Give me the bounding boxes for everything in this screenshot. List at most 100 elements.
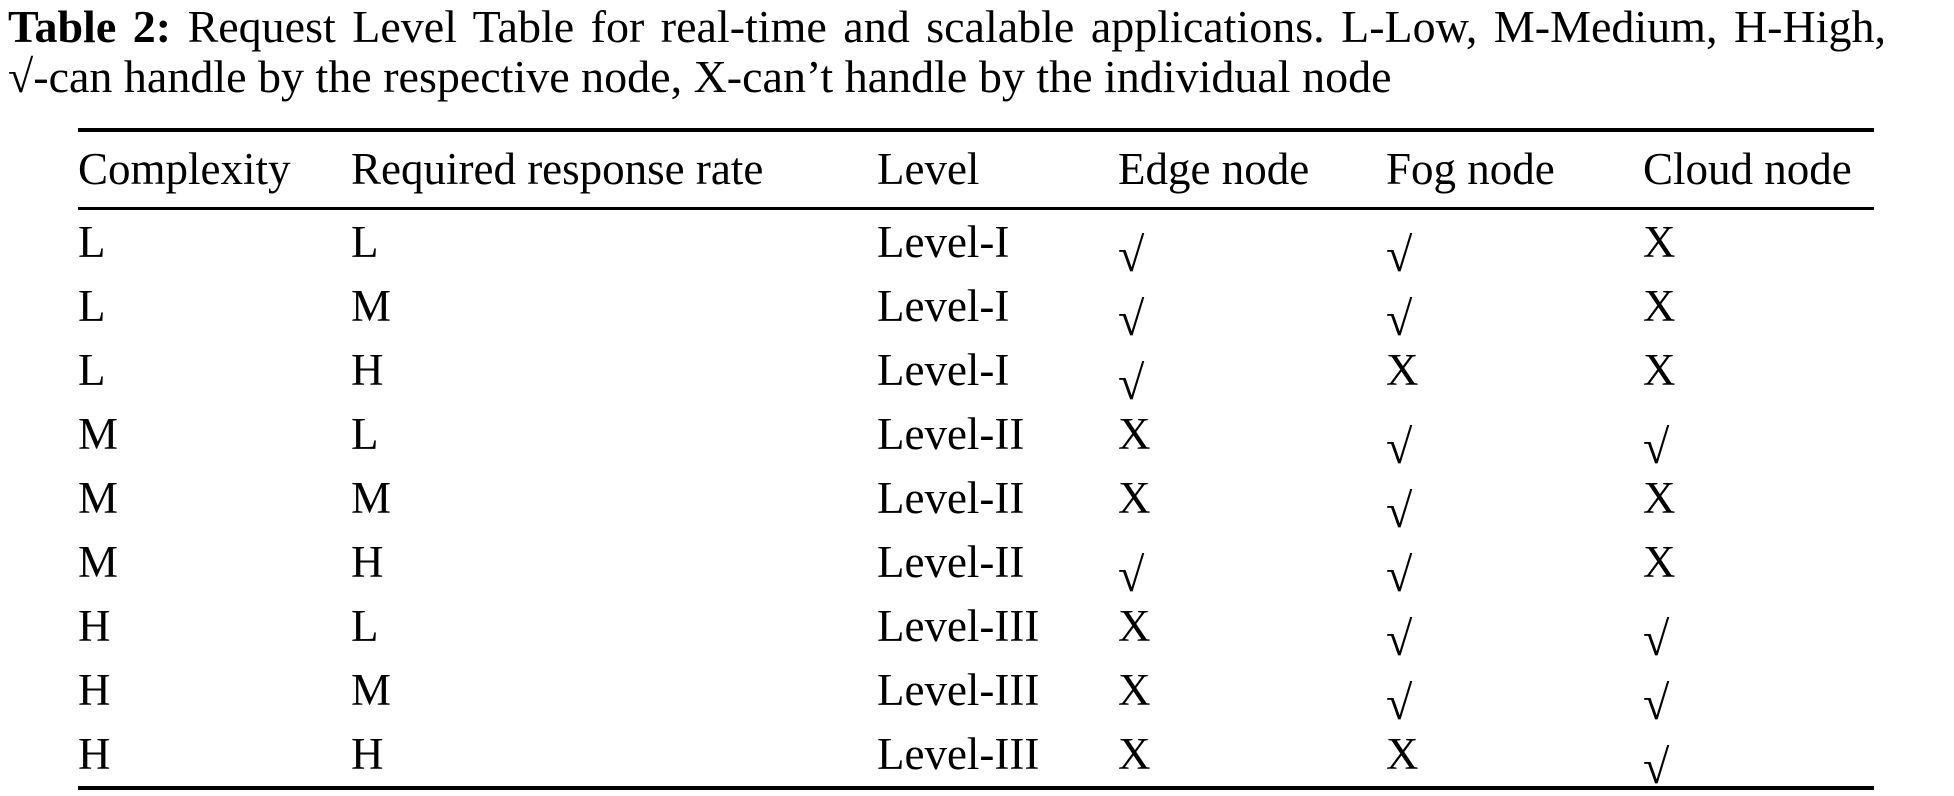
- table-row: H M Level-III X √ √: [78, 658, 1874, 730]
- caption-text: Request Level Table for real-time and sc…: [187, 1, 1886, 52]
- cell-complexity: L: [78, 217, 106, 267]
- check-icon: √: [1643, 740, 1670, 794]
- table-row: L L Level-I √ √ X: [78, 209, 1874, 282]
- table-row: M H Level-II √ √ X: [78, 530, 1874, 602]
- check-icon: √: [1118, 292, 1145, 346]
- cell-complexity: H: [78, 729, 111, 779]
- cell-complexity: H: [78, 601, 111, 651]
- cell-complexity: M: [78, 409, 119, 459]
- col-header-complexity: Complexity: [78, 128, 351, 210]
- check-icon: √: [1386, 676, 1413, 730]
- check-icon: √: [1643, 612, 1670, 666]
- cell-level: Level-II: [877, 537, 1025, 587]
- cell-response-rate: M: [351, 281, 392, 331]
- cell-edge-node: X: [1118, 402, 1386, 466]
- col-header-level: Level: [877, 128, 1118, 210]
- check-icon: √: [1386, 548, 1413, 602]
- cross-icon: X: [1386, 345, 1419, 395]
- col-header-cloud-node: Cloud node: [1643, 128, 1874, 210]
- col-header-edge-node: Edge node: [1118, 128, 1386, 210]
- cell-edge-node: X: [1118, 466, 1386, 530]
- cell-level: Level-III: [877, 729, 1040, 779]
- cell-cloud-node: √: [1643, 594, 1874, 666]
- cell-cloud-node: X: [1643, 530, 1874, 594]
- cell-level: Level-III: [877, 601, 1040, 651]
- check-icon: √: [1643, 420, 1670, 474]
- cell-cloud-node: X: [1643, 466, 1874, 530]
- cell-response-rate: L: [351, 601, 379, 651]
- cell-cloud-node: √: [1643, 402, 1874, 474]
- cell-response-rate: H: [351, 537, 384, 587]
- col-header-response-rate: Required response rate: [351, 128, 877, 210]
- cell-complexity: M: [78, 537, 119, 587]
- cell-cloud-node: X: [1643, 274, 1874, 338]
- table-header-row: Complexity Required response rate Level …: [78, 128, 1874, 210]
- check-icon: √: [1386, 612, 1413, 666]
- cross-icon: X: [1118, 729, 1151, 779]
- cell-fog-node: √: [1386, 594, 1643, 666]
- cell-cloud-node: √: [1643, 722, 1874, 794]
- cell-edge-node: √: [1118, 338, 1386, 410]
- cell-cloud-node: X: [1643, 209, 1874, 275]
- cell-response-rate: M: [351, 665, 392, 715]
- cell-edge-node: X: [1118, 658, 1386, 722]
- cell-level: Level-II: [877, 409, 1025, 459]
- check-icon: √: [1386, 292, 1413, 346]
- table-row: M L Level-II X √ √: [78, 402, 1874, 474]
- cross-icon: X: [1643, 537, 1676, 587]
- cell-fog-node: X: [1386, 722, 1643, 788]
- cross-icon: X: [1643, 473, 1676, 523]
- table-row: H L Level-III X √ √: [78, 594, 1874, 666]
- cross-icon: X: [1643, 345, 1676, 395]
- cross-icon: X: [1643, 217, 1676, 267]
- cross-icon: X: [1118, 601, 1151, 651]
- cell-fog-node: √: [1386, 466, 1643, 538]
- cell-cloud-node: √: [1643, 658, 1874, 730]
- cell-edge-node: √: [1118, 209, 1386, 282]
- cell-response-rate: H: [351, 345, 384, 395]
- table-row: M M Level-II X √ X: [78, 466, 1874, 538]
- cell-edge-node: X: [1118, 722, 1386, 788]
- cell-complexity: M: [78, 473, 119, 523]
- cell-level: Level-II: [877, 473, 1025, 523]
- cross-icon: X: [1118, 473, 1151, 523]
- cell-fog-node: √: [1386, 209, 1643, 282]
- cell-complexity: L: [78, 345, 106, 395]
- cell-fog-node: X: [1386, 338, 1643, 402]
- caption-line-2: √-can handle by the respective node, X-c…: [8, 51, 1392, 102]
- cell-edge-node: √: [1118, 274, 1386, 346]
- cell-response-rate: M: [351, 473, 392, 523]
- cross-icon: X: [1386, 729, 1419, 779]
- check-icon: √: [1386, 420, 1413, 474]
- caption-line-1: Table 2: Request Level Table for real-ti…: [8, 2, 1948, 52]
- cell-response-rate: L: [351, 409, 379, 459]
- cell-fog-node: √: [1386, 402, 1643, 474]
- table-row: L M Level-I √ √ X: [78, 274, 1874, 346]
- request-level-table: Complexity Required response rate Level …: [78, 128, 1874, 794]
- col-header-fog-node: Fog node: [1386, 128, 1643, 210]
- table-row: L H Level-I √ X X: [78, 338, 1874, 410]
- cell-complexity: H: [78, 665, 111, 715]
- cell-response-rate: H: [351, 729, 384, 779]
- check-icon: √: [1386, 484, 1413, 538]
- cell-complexity: L: [78, 281, 106, 331]
- check-icon: √: [1118, 548, 1145, 602]
- cell-level: Level-I: [877, 345, 1010, 395]
- cell-fog-node: √: [1386, 530, 1643, 602]
- cell-edge-node: √: [1118, 530, 1386, 602]
- check-icon: √: [1118, 228, 1145, 282]
- cell-fog-node: √: [1386, 658, 1643, 730]
- table-caption: Table 2: Request Level Table for real-ti…: [0, 0, 1954, 102]
- cross-icon: X: [1118, 665, 1151, 715]
- cross-icon: X: [1118, 409, 1151, 459]
- check-icon: √: [1643, 676, 1670, 730]
- cell-fog-node: √: [1386, 274, 1643, 346]
- cell-cloud-node: X: [1643, 338, 1874, 402]
- cell-level: Level-I: [877, 281, 1010, 331]
- cell-level: Level-I: [877, 217, 1010, 267]
- cross-icon: X: [1643, 281, 1676, 331]
- table-row: H H Level-III X X √: [78, 722, 1874, 794]
- cell-response-rate: L: [351, 217, 379, 267]
- check-icon: √: [1118, 356, 1145, 410]
- cell-level: Level-III: [877, 665, 1040, 715]
